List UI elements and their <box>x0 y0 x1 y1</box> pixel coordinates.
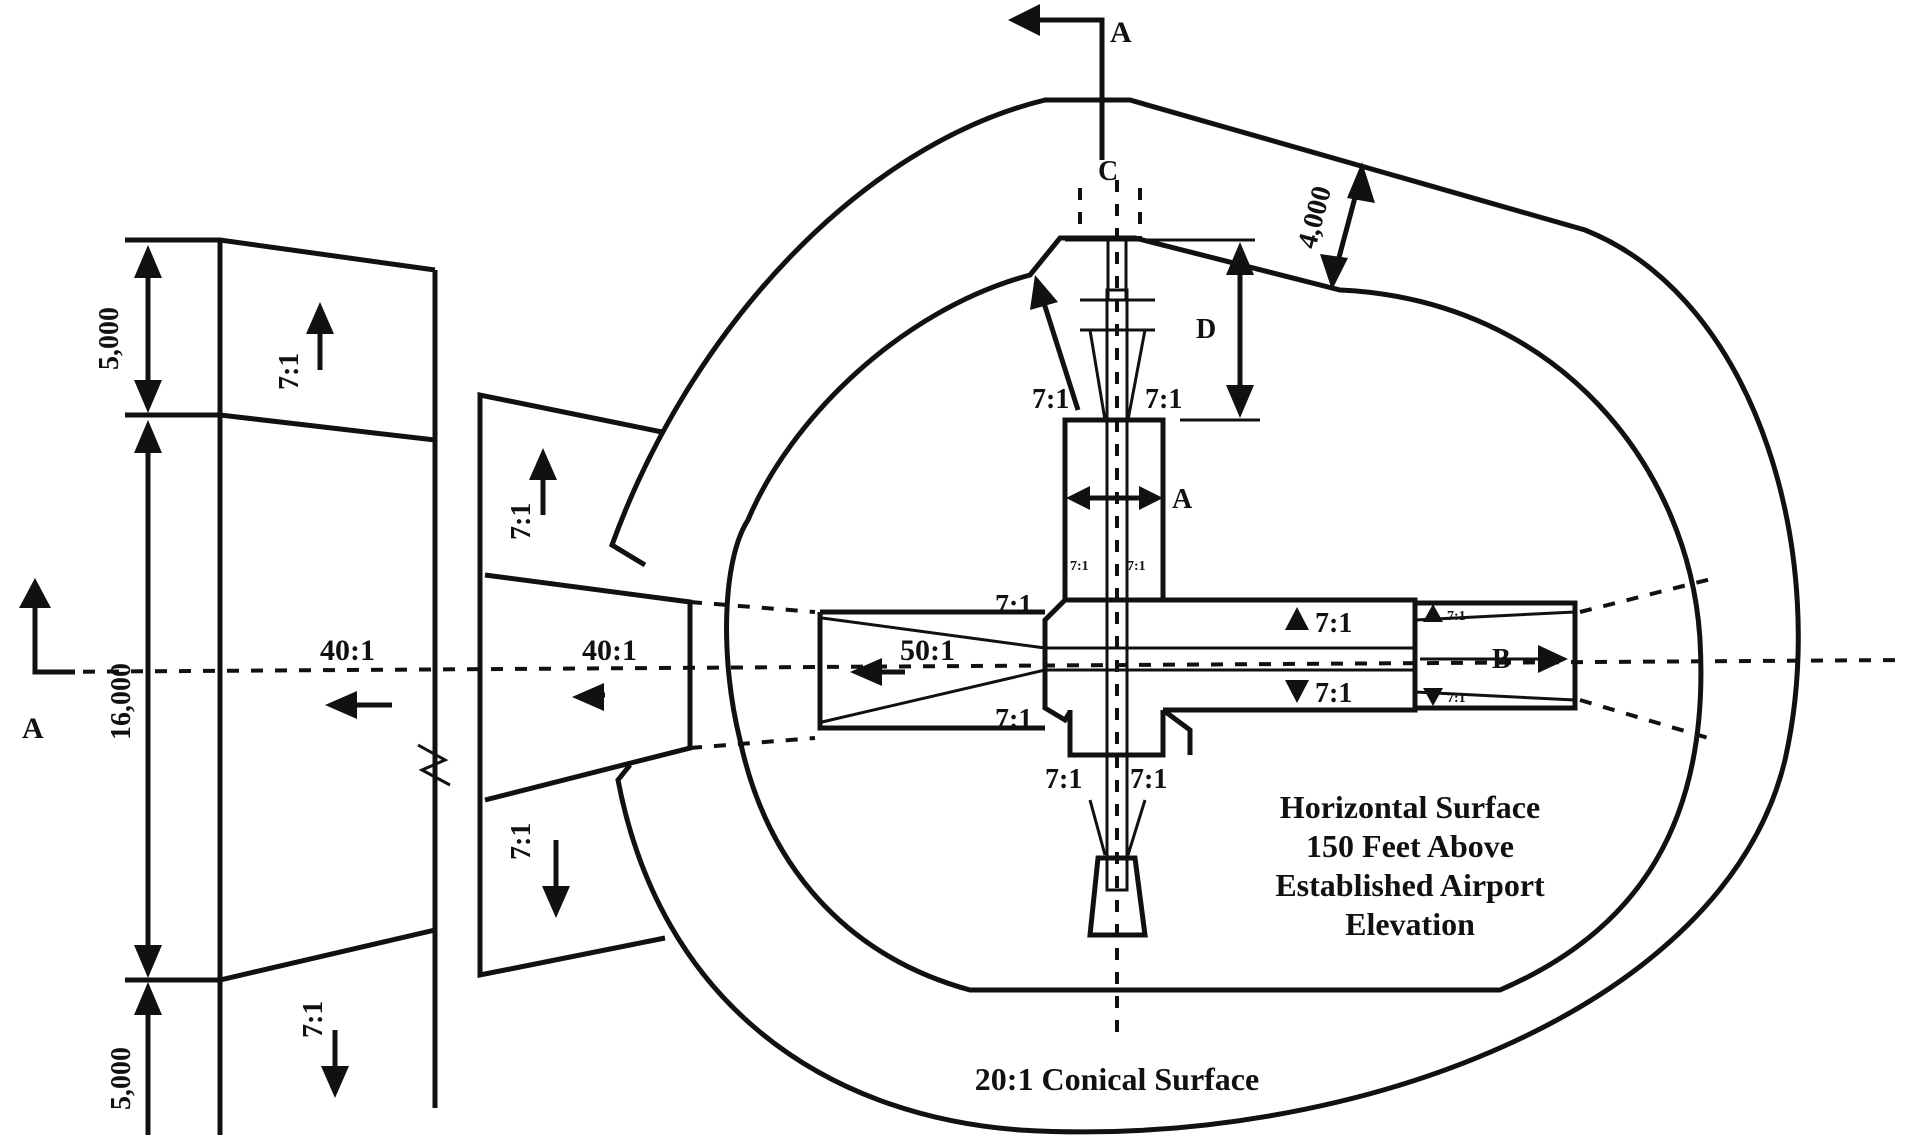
slope-label-50: 50:1 <box>900 634 955 667</box>
slope-label-far-right-lower: 7:1 <box>1447 691 1466 706</box>
arrow-toward-c <box>1030 275 1081 411</box>
slope-arrow-up-far-left <box>306 302 334 370</box>
approach-taper-bottom-end <box>1087 855 1148 938</box>
conical-surface-outer-boundary <box>608 97 1801 1135</box>
slope-label-left-lower: 7:1 <box>995 704 1032 735</box>
horizontal-surface-line1: Horizontal Surface <box>1280 789 1540 825</box>
section-marker-left-label: A <box>22 712 44 745</box>
slope-label-bottom-left: 7:1 <box>1045 764 1082 795</box>
slope-label-bottom-right: 7:1 <box>1130 764 1167 795</box>
slope-label-small-right: 7:1 <box>1127 559 1146 574</box>
horizontal-surface-note: Horizontal Surface 150 Feet Above Establ… <box>1275 789 1545 942</box>
approach-taper-left <box>821 616 1046 724</box>
transitional-panel-middle <box>477 391 693 979</box>
slope-arrow-down-right-2 <box>1423 688 1443 706</box>
approach-taper-right <box>1414 610 1576 702</box>
primary-surface-bottom <box>1067 707 1193 758</box>
slope-label-far-left-bottom: 7:1 <box>298 1001 329 1038</box>
dim-label-16000: 16,000 <box>106 663 137 740</box>
dimension-arrow-5000-bottom <box>134 982 162 1135</box>
slope-label-right-lower: 7:1 <box>1315 678 1352 709</box>
slope-label-small-left: 7:1 <box>1070 559 1089 574</box>
primary-surface-top <box>1062 417 1166 603</box>
slope-label-far-right-upper: 7:1 <box>1447 609 1466 624</box>
conical-surface-label: 20:1 Conical Surface <box>975 1061 1259 1097</box>
dim-label-5000-top: 5,000 <box>94 307 125 370</box>
dimension-arrow-5000-top <box>134 245 162 413</box>
label-a-width: A <box>1172 484 1193 515</box>
section-marker-top-label: A <box>1110 16 1132 49</box>
approach-taper-bottom <box>1088 799 1147 856</box>
approach-taper-top <box>1080 240 1155 421</box>
horizontal-surface-line2: 150 Feet Above <box>1306 828 1514 864</box>
dimension-arrow-d <box>1226 242 1254 418</box>
dimension-arrow-a <box>1066 486 1163 510</box>
label-d: D <box>1196 314 1216 345</box>
label-c: C <box>1098 156 1118 187</box>
section-marker-top: A <box>1008 4 1132 160</box>
slope-arrow-left-40-far <box>325 691 392 719</box>
dimension-arrow-4000 <box>1320 162 1375 290</box>
slope-arrow-up-right-1 <box>1285 607 1309 630</box>
horizontal-surface-boundary <box>724 235 1704 993</box>
runway-horizontal <box>1043 646 1417 672</box>
runway-centerline-horizontal <box>34 658 1906 674</box>
slope-label-right-upper: 7:1 <box>1315 608 1352 639</box>
slope-label-middle-bottom: 7:1 <box>506 823 537 860</box>
dimension-arrow-16000 <box>134 420 162 978</box>
section-marker-left: A <box>19 578 75 745</box>
label-b: B <box>1492 644 1511 675</box>
primary-surface-left <box>1042 598 1073 724</box>
slope-arrow-down-far-left <box>321 1030 349 1098</box>
horizontal-surface-line3: Established Airport <box>1275 867 1545 903</box>
slope-label-top-left: 7:1 <box>1032 384 1069 415</box>
slope-label-far-left-top: 7:1 <box>274 353 305 390</box>
slope-arrow-down-middle <box>542 840 570 918</box>
slope-label-middle-top: 7:1 <box>506 503 537 540</box>
dim-label-4000: 4,000 <box>1292 183 1338 252</box>
slope-arrow-left-50 <box>850 658 905 686</box>
approach-edge-dashed <box>1078 188 1142 240</box>
runway-vertical <box>1105 288 1129 892</box>
transitional-panel-far-left <box>125 237 451 1135</box>
approach-surface-left <box>817 609 1045 731</box>
arrow-b <box>1420 645 1568 673</box>
dimension-line-d <box>1065 238 1260 422</box>
dim-label-5000-bottom: 5,000 <box>106 1047 137 1110</box>
horizontal-surface-line4: Elevation <box>1345 906 1475 942</box>
slope-label-40-far: 40:1 <box>320 634 375 667</box>
slope-arrow-up-middle <box>529 448 557 515</box>
slope-arrow-down-right-1 <box>1285 680 1309 703</box>
slope-arrow-up-right-2 <box>1423 604 1443 622</box>
slope-label-40-middle: 40:1 <box>582 634 637 667</box>
slope-label-top-right: 7:1 <box>1145 384 1182 415</box>
slope-arrow-left-40-middle <box>572 683 605 711</box>
primary-surface-right <box>1163 597 1418 713</box>
slope-label-left-upper: 7:1 <box>995 590 1032 621</box>
